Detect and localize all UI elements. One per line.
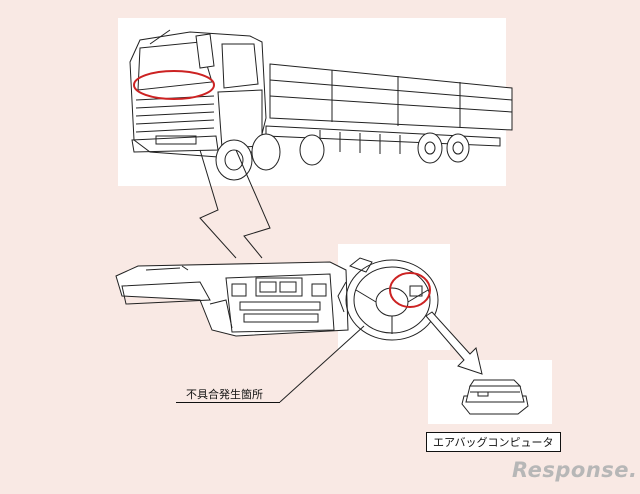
steering-highlight bbox=[389, 272, 431, 308]
zoom-arrow-truck bbox=[199, 149, 271, 259]
dashboard-illustration bbox=[115, 261, 349, 337]
arrow-to-computer bbox=[425, 311, 483, 375]
fault-location-label: 不具合発生箇所 bbox=[186, 388, 263, 401]
fault-label-underline bbox=[176, 402, 280, 403]
airbag-computer-label: エアバッグコンピュータ bbox=[426, 432, 561, 452]
fault-leader-line bbox=[279, 325, 365, 403]
truck-illustration bbox=[129, 29, 513, 181]
response-watermark: Response. bbox=[512, 458, 638, 482]
steering-wheel-illustration bbox=[337, 257, 439, 341]
truck-dash-highlight bbox=[133, 70, 215, 100]
airbag-computer-illustration bbox=[461, 379, 529, 415]
